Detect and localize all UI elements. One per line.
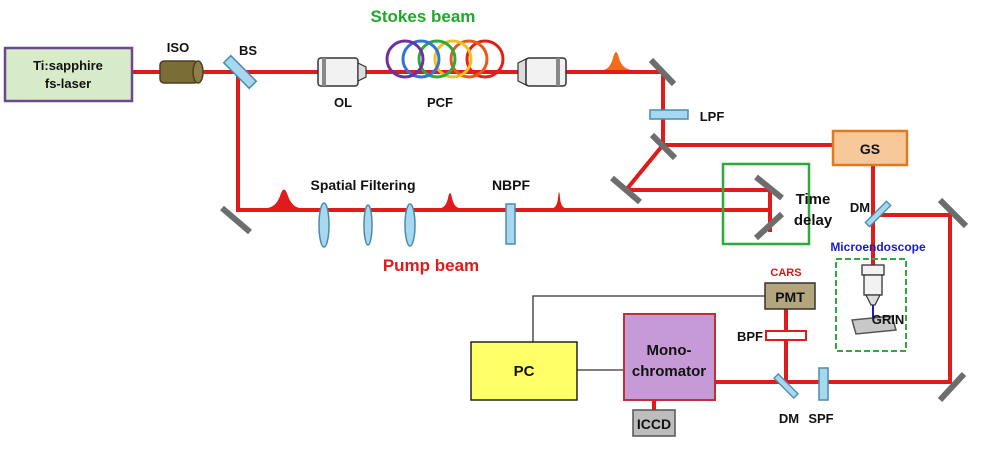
pump-pulse-icon-mid bbox=[441, 193, 459, 208]
mirror-right-bottom bbox=[937, 371, 967, 403]
photomultiplier-tube: CARS PMT bbox=[764, 267, 816, 310]
iccd-label: ICCD bbox=[637, 416, 671, 432]
mono-label-line1: Mono- bbox=[647, 342, 692, 359]
mirror-stokes-corner bbox=[648, 57, 677, 87]
mono-label-line2: chromator bbox=[632, 363, 706, 380]
cars-label: CARS bbox=[770, 267, 801, 279]
pcf-fiber: PCF bbox=[385, 39, 505, 110]
spatial-filtering-label: Spatial Filtering bbox=[310, 177, 415, 193]
pump-pulse-icon-narrow bbox=[553, 192, 565, 208]
stokes-pulse-icon bbox=[603, 52, 632, 70]
dm-top-label: DM bbox=[850, 200, 870, 215]
long-pass-filter: LPF bbox=[649, 109, 725, 124]
pulse-icons bbox=[267, 52, 632, 208]
stokes-beam-title: Stokes beam bbox=[371, 7, 476, 26]
time-delay-stage: Time delay bbox=[721, 162, 833, 246]
bs-label: BS bbox=[239, 43, 257, 58]
iccd-camera: ICCD bbox=[632, 400, 676, 437]
iso-label: ISO bbox=[167, 40, 189, 55]
lpf-label: LPF bbox=[700, 109, 725, 124]
pmt-label: PMT bbox=[775, 289, 805, 305]
collimating-objective bbox=[517, 57, 567, 87]
dm-bottom-label: DM bbox=[779, 411, 799, 426]
pcf-label: PCF bbox=[427, 95, 453, 110]
bandpass-filter: BPF bbox=[737, 329, 807, 344]
dm-to-right-mirror bbox=[871, 213, 952, 384]
laser-label-line1: Ti:sapphire bbox=[33, 58, 103, 73]
mirror-delay-turn bbox=[610, 175, 642, 205]
microendoscope-label: Microendoscope bbox=[830, 240, 926, 254]
computer: PC bbox=[470, 341, 578, 401]
pump-beam-title: Pump beam bbox=[383, 256, 479, 275]
dichroic-mirror-bottom: DM bbox=[773, 373, 799, 426]
pcf-coil-6 bbox=[465, 39, 505, 79]
time-delay-label-line2: delay bbox=[794, 212, 833, 229]
nbpf-label: NBPF bbox=[492, 177, 531, 193]
narrow-bandpass-filter: NBPF bbox=[492, 177, 531, 245]
mirror-pump-corner bbox=[220, 205, 252, 235]
microendoscope-assembly: Microendoscope GRIN bbox=[830, 240, 926, 352]
gs-label: GS bbox=[860, 141, 880, 157]
short-pass-filter: SPF bbox=[808, 367, 834, 426]
pcf-coil-1 bbox=[385, 39, 425, 79]
pcf-coil-3 bbox=[417, 39, 457, 79]
lpf-to-mirror bbox=[623, 142, 666, 193]
laser-label-line2: fs-laser bbox=[45, 76, 91, 91]
pcf-coil-5 bbox=[449, 39, 489, 79]
mirror-lpf-corner bbox=[649, 132, 678, 161]
ol-label: OL bbox=[334, 95, 352, 110]
signal-wires bbox=[532, 295, 765, 371]
ti-sapphire-laser: Ti:sapphire fs-laser bbox=[3, 46, 134, 103]
pc-label: PC bbox=[514, 363, 535, 380]
isolator: ISO bbox=[159, 40, 204, 84]
bpf-label: BPF bbox=[737, 329, 763, 344]
pump-pulse-icon-wide bbox=[267, 189, 300, 208]
objective-lens: OL bbox=[317, 57, 367, 110]
beam-splitter: BS bbox=[222, 43, 257, 90]
monochromator: Mono- chromator bbox=[623, 313, 716, 401]
dichroic-mirror-top: DM bbox=[850, 200, 892, 228]
mirror-right-top bbox=[937, 197, 969, 229]
mirrors bbox=[220, 57, 969, 403]
mirror-delay-lower bbox=[753, 211, 785, 241]
mirror-delay-upper bbox=[754, 174, 784, 201]
pcf-coil-4 bbox=[433, 39, 473, 79]
pmt-to-pc-wire bbox=[532, 295, 765, 342]
spatial-filter-lenses: Spatial Filtering bbox=[310, 177, 416, 248]
pcf-coil-2 bbox=[401, 39, 441, 79]
spf-label: SPF bbox=[808, 411, 833, 426]
time-delay-label-line1: Time bbox=[796, 191, 831, 208]
stokes-beam-path bbox=[130, 70, 835, 147]
grin-label: GRIN bbox=[872, 312, 905, 327]
galvo-scanner: GS bbox=[831, 129, 909, 167]
